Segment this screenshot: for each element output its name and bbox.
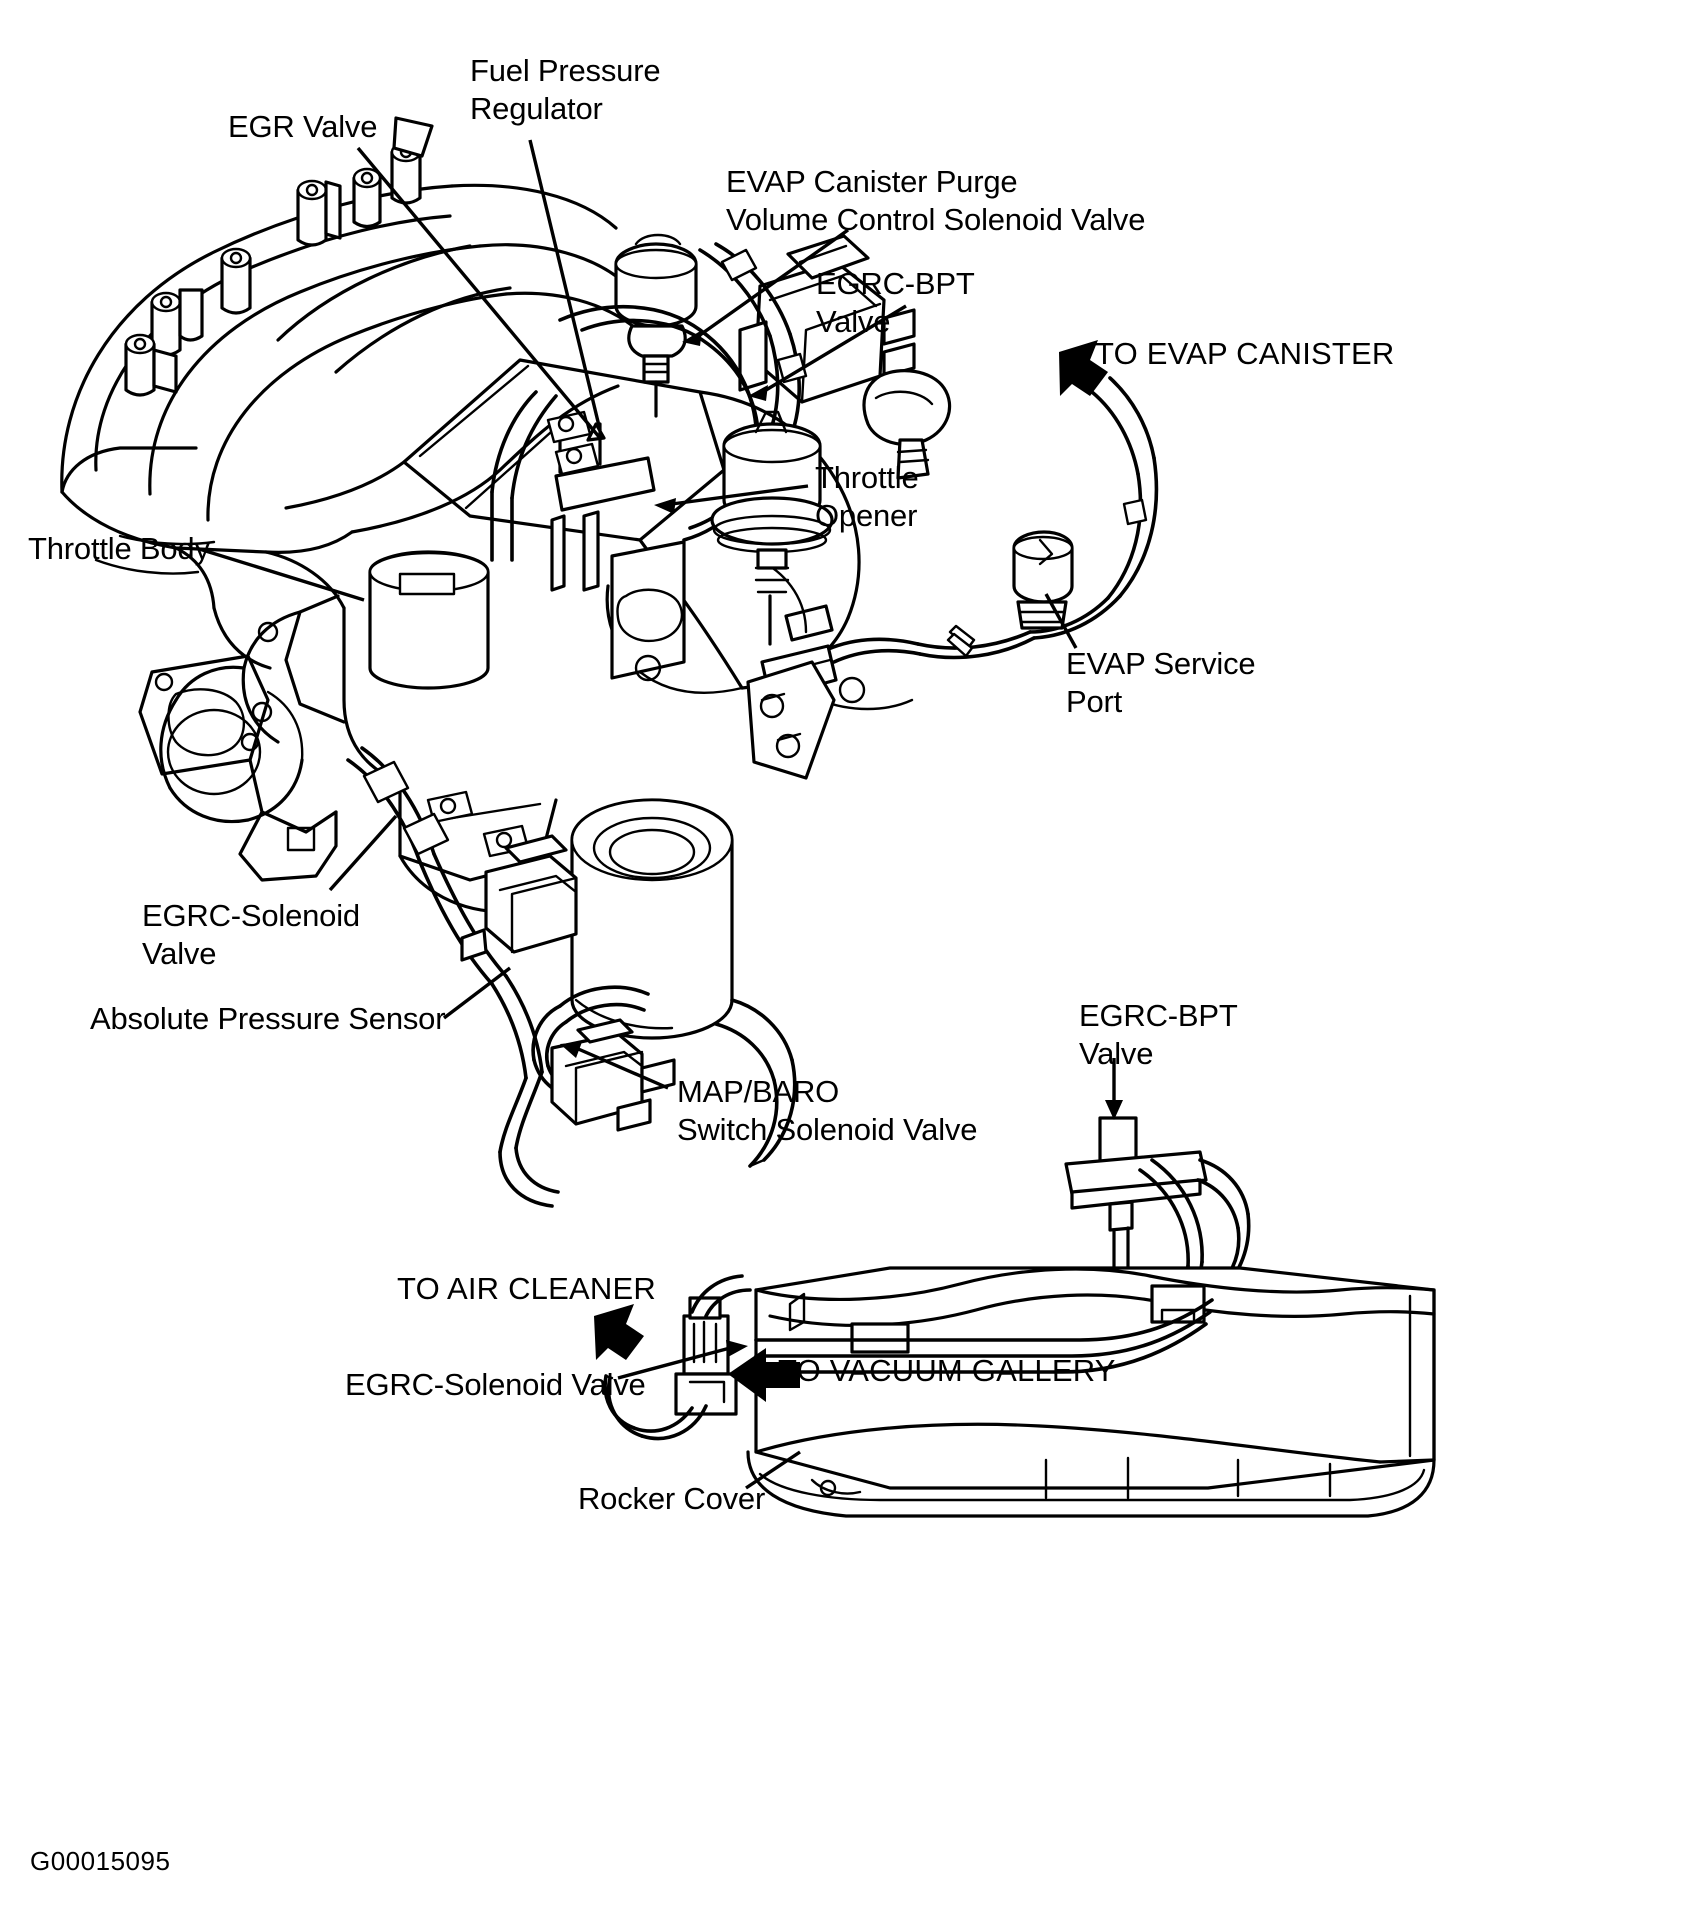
to-evap-canister-arrow	[1059, 340, 1108, 396]
label-line: Absolute Pressure Sensor	[90, 1001, 446, 1036]
manifold-boss	[220, 247, 252, 315]
label-line: Opener	[815, 498, 918, 533]
manifold-boss	[390, 116, 434, 205]
label-line: EVAP Service	[1066, 646, 1256, 681]
label-line: Volume Control Solenoid Valve	[726, 202, 1146, 237]
label-line: EGRC-Solenoid	[142, 898, 360, 933]
evap-canister-hose	[746, 376, 1159, 780]
center-brackets	[546, 410, 914, 711]
label-line: Fuel Pressure	[470, 53, 661, 88]
throttle-opener	[710, 410, 834, 646]
label-to_evap_canister: TO EVAP CANISTER	[1095, 335, 1395, 373]
egrc-bpt-valve-upper	[862, 369, 952, 480]
label-absolute_pressure: Absolute Pressure Sensor	[90, 1000, 446, 1038]
label-line: Port	[1066, 684, 1123, 719]
label-line: Regulator	[470, 91, 603, 126]
manifold-boss	[296, 179, 342, 247]
label-to_vacuum_gallery: TO VACUUM GALLERY	[778, 1352, 1116, 1390]
label-to_air_cleaner: TO AIR CLEANER	[397, 1270, 656, 1308]
label-line: TO EVAP CANISTER	[1095, 336, 1395, 371]
to-vacuum-gallery-arrow	[728, 1348, 800, 1402]
label-line: Valve	[1079, 1036, 1154, 1071]
rocker-cover	[746, 1266, 1436, 1518]
throttle-body	[138, 550, 490, 882]
label-egrc_solenoid_btm: EGRC-Solenoid Valve	[345, 1366, 646, 1404]
manifold-boss	[124, 333, 178, 397]
label-line: Valve	[142, 936, 217, 971]
label-line: TO VACUUM GALLERY	[778, 1353, 1116, 1388]
label-rocker_cover: Rocker Cover	[578, 1480, 765, 1518]
label-line: EGRC-Solenoid Valve	[345, 1367, 646, 1402]
label-line: EVAP Canister Purge	[726, 164, 1018, 199]
egrc-solenoid-valve-bottom	[603, 1274, 752, 1441]
intake-manifold	[60, 116, 512, 670]
label-line: TO AIR CLEANER	[397, 1271, 656, 1306]
leader-lines	[195, 139, 1123, 1490]
label-line: EGR Valve	[228, 109, 378, 144]
manifold-boss	[150, 288, 204, 357]
label-line: MAP/BARO	[677, 1074, 840, 1109]
flow-arrows	[594, 340, 1108, 1402]
label-line: Valve	[816, 304, 891, 339]
label-line: EGRC-BPT	[816, 266, 975, 301]
label-line: Rocker Cover	[578, 1481, 766, 1516]
egrc-solenoid-sensor-group	[346, 746, 676, 1208]
label-line: Throttle	[815, 460, 919, 495]
label-throttle_body: Throttle Body	[28, 530, 210, 568]
to-air-cleaner-arrow	[594, 1304, 644, 1360]
label-egr_valve: EGR Valve	[228, 108, 377, 146]
label-line: Throttle Body	[28, 531, 210, 566]
manifold-boss	[352, 167, 382, 229]
label-line: Switch Solenoid Valve	[677, 1112, 978, 1147]
label-line: EGRC-BPT	[1079, 998, 1238, 1033]
figure-id: G00015095	[30, 1846, 171, 1876]
